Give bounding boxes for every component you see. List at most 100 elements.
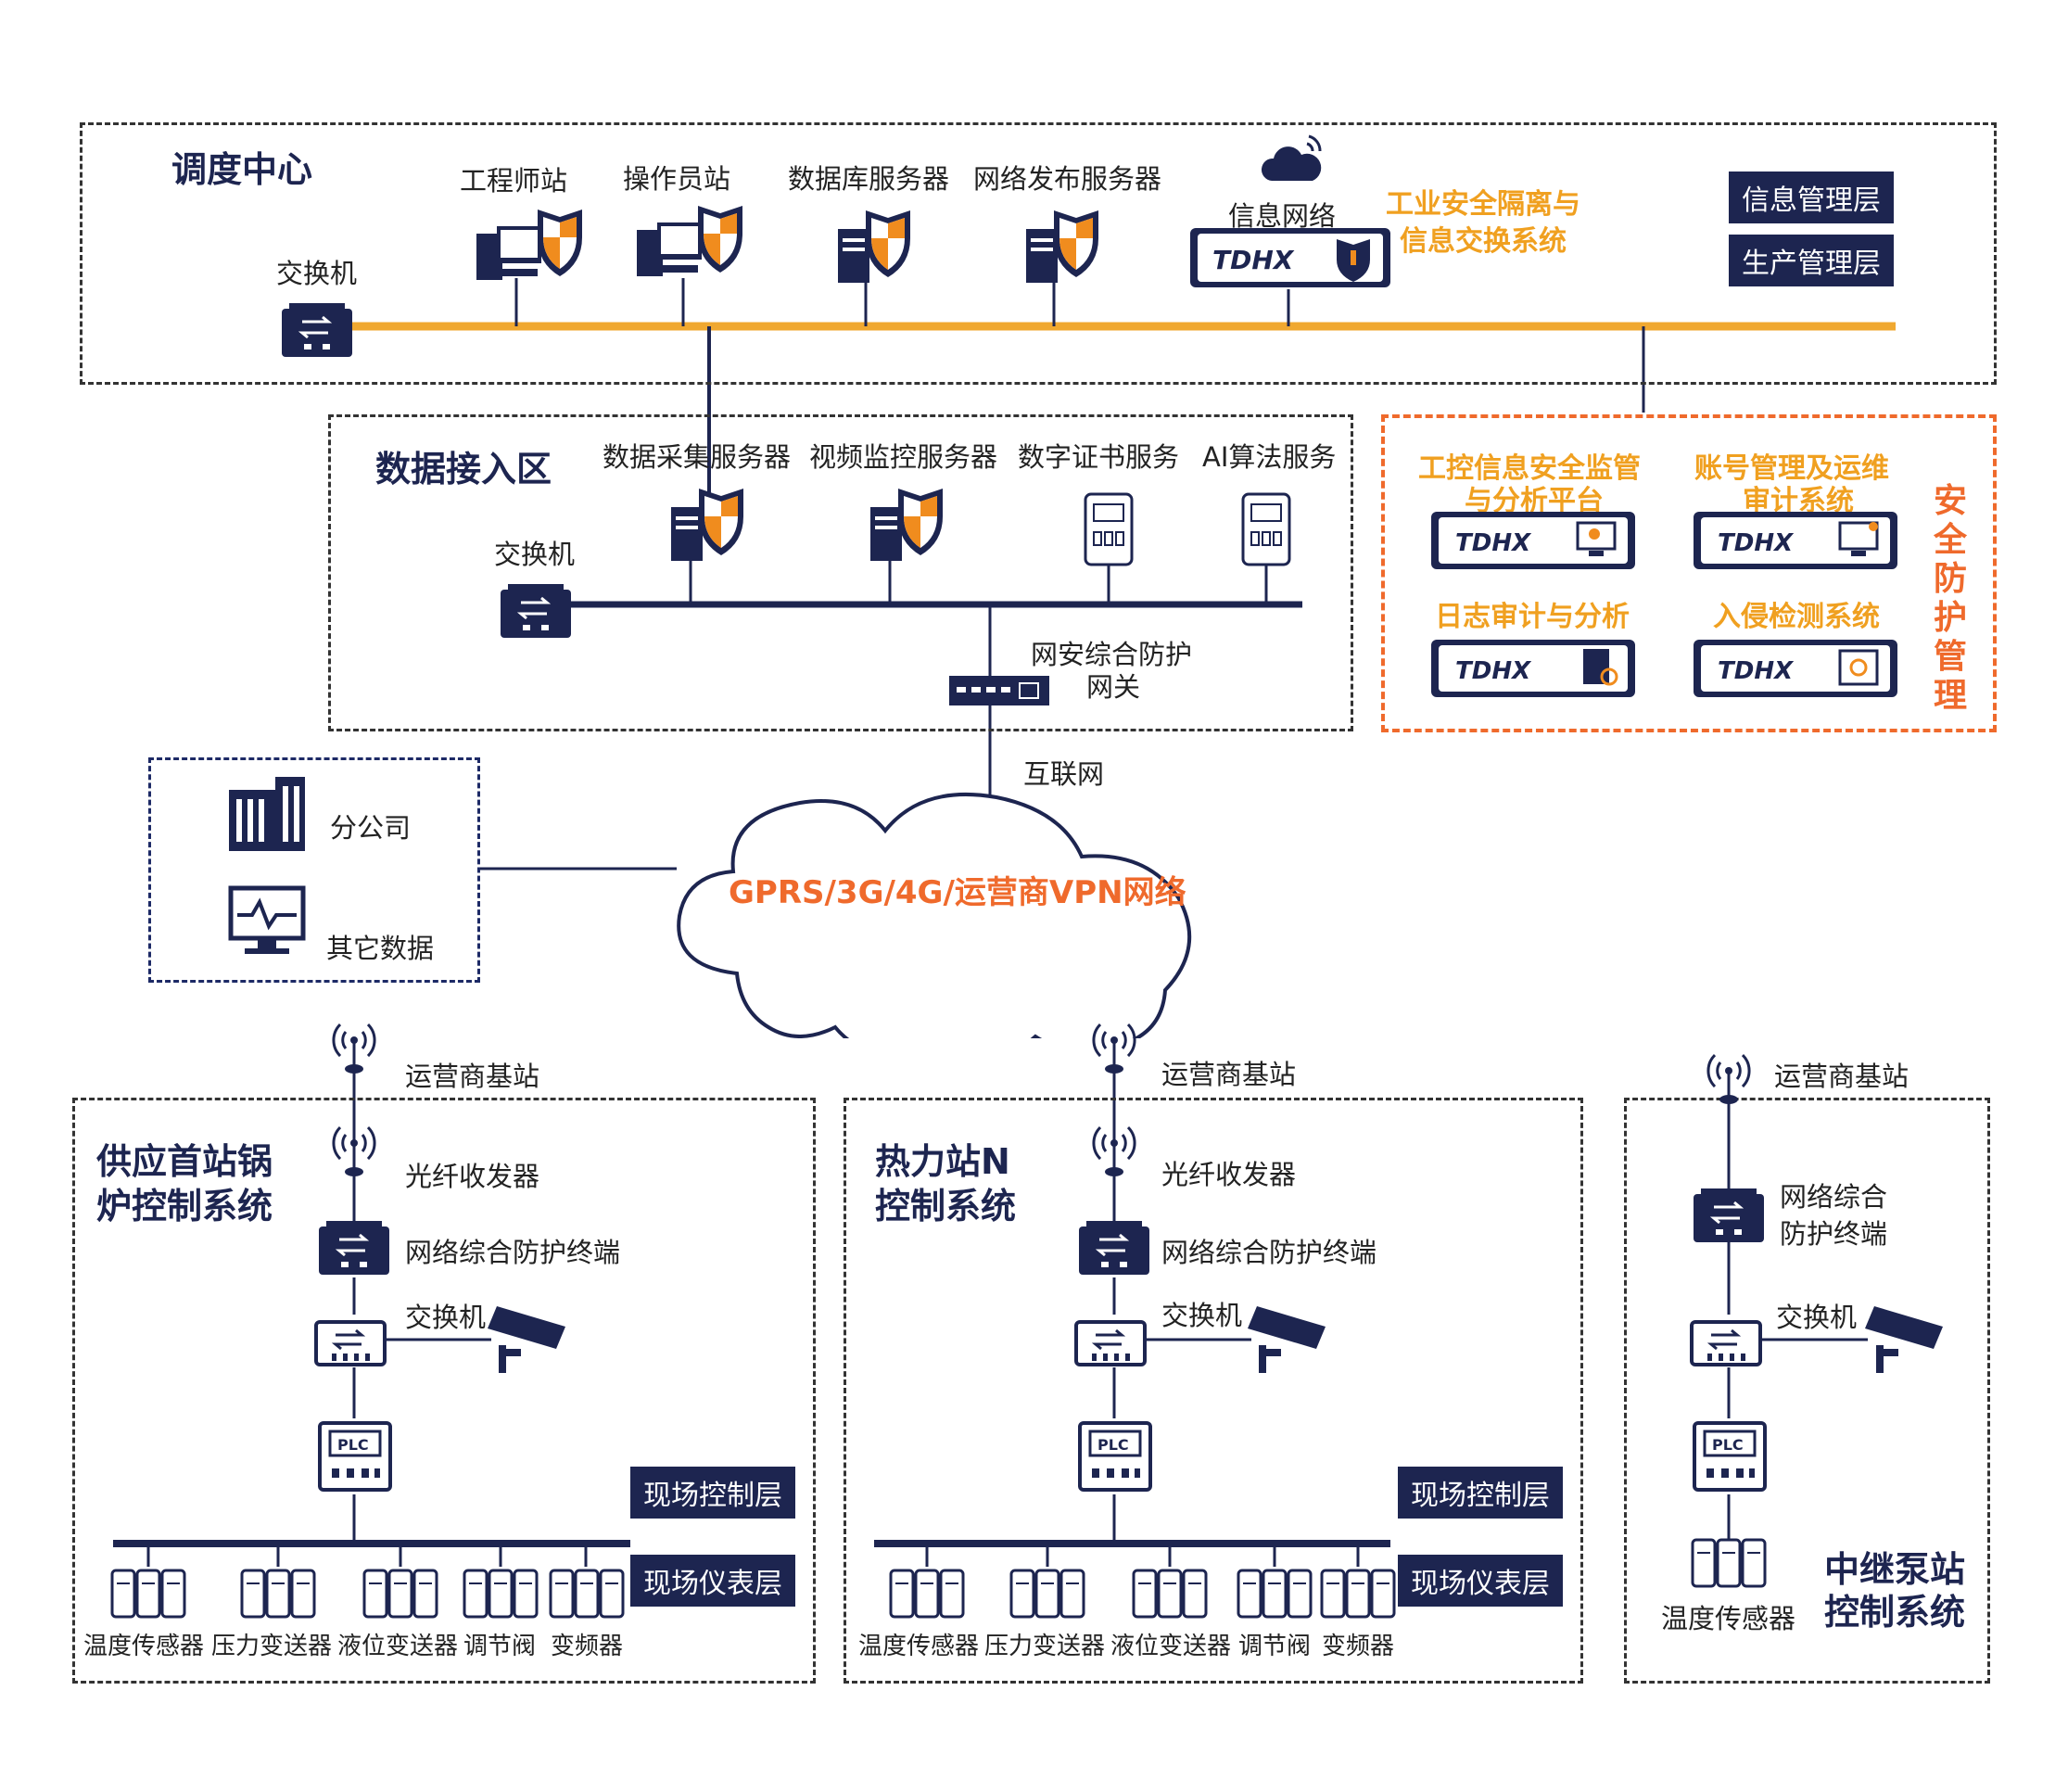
site3-terminal-label-1: 网络综合: [1780, 1181, 1888, 1213]
branch-company-label: 分公司: [330, 812, 412, 844]
ai-device-icon: [1240, 491, 1292, 571]
tdhx-log-device: TDHX: [1429, 638, 1637, 703]
tdhx-audit-device: TDHX: [1692, 510, 1899, 575]
instrument-icon: [1235, 1565, 1314, 1624]
isolation-title-1: 工业安全隔离与: [1386, 188, 1580, 221]
tdhx-monitor-device: TDHX: [1429, 510, 1637, 575]
tdhx-ids-device: TDHX: [1692, 638, 1899, 703]
instrument-icon: [1130, 1565, 1210, 1624]
instrument-icon: [887, 1565, 967, 1624]
instrument-icon: [108, 1565, 188, 1624]
access-title: 数据接入区: [375, 449, 552, 489]
instrument-icon: [361, 1565, 440, 1624]
instrument-label: 温度传感器: [858, 1633, 980, 1660]
cert-service-label: 数字证书服务: [1018, 441, 1180, 473]
site2-layer-inst-tag: 现场仪表层: [1398, 1555, 1563, 1607]
security-vertical-title: 安 全 防 护 管 理: [1930, 482, 1971, 716]
switch-icon: [499, 582, 573, 643]
web-server-label: 网络发布服务器: [973, 163, 1162, 195]
switch-icon: [280, 301, 354, 362]
site2-title-1: 热力站N: [875, 1141, 1010, 1182]
site3-terminal-label-2: 防护终端: [1780, 1218, 1888, 1250]
internet-label: 互联网: [1023, 758, 1105, 790]
instrument-label: 变频器: [1322, 1633, 1395, 1660]
branch-other-label: 其它数据: [326, 933, 435, 964]
sensor-icon: [1689, 1534, 1769, 1594]
svg-text:TDHX: TDHX: [1455, 529, 1532, 557]
site3-title-2: 控制系统: [1824, 1592, 1966, 1633]
instrument-icon: [547, 1565, 627, 1624]
security-title-char: 护: [1933, 599, 1967, 637]
server-shield-icon: [667, 487, 751, 566]
dispatch-switch-label: 交换机: [276, 258, 358, 289]
op-station-label: 操作员站: [623, 163, 731, 195]
site1-layer-inst-tag: 现场仪表层: [630, 1555, 795, 1607]
site1-layer-ctrl-tag: 现场控制层: [630, 1467, 795, 1519]
cloud-wifi-icon: [1261, 134, 1326, 190]
instrument-label: 液位变送器: [1110, 1633, 1232, 1660]
svg-text:TDHX: TDHX: [1455, 657, 1532, 685]
camera-icon: [1244, 1303, 1327, 1380]
security-title-char: 安: [1933, 482, 1967, 520]
building-icon: [225, 771, 309, 858]
plc-icon: PLC: [1692, 1420, 1768, 1496]
instrument-label: 压力变送器: [211, 1633, 333, 1660]
tdhx-isolation-device: TDHX: [1188, 226, 1392, 293]
layer-prod-tag: 生产管理层: [1729, 235, 1894, 286]
site1-title-1: 供应首站锅: [96, 1141, 273, 1182]
terminal-icon: [1077, 1219, 1151, 1280]
fiber-antenna-icon: [1082, 1120, 1147, 1181]
instrument-icon: [1008, 1565, 1087, 1624]
instrument-label: 变频器: [551, 1633, 624, 1660]
db-server-label: 数据库服务器: [788, 163, 950, 195]
monitor-pulse-icon: [228, 885, 306, 961]
instrument-label: 调节阀: [463, 1633, 537, 1660]
antenna-icon: [1082, 1017, 1147, 1078]
gateway-label-1: 网安综合防护: [1031, 639, 1193, 670]
switch-outline-icon: [1073, 1315, 1148, 1372]
switch-outline-icon: [1689, 1315, 1763, 1372]
plc-icon: PLC: [1077, 1420, 1153, 1496]
fiber-antenna-icon: [322, 1120, 387, 1181]
site2-base-label: 运营商基站: [1161, 1059, 1297, 1090]
site3-switch-label: 交换机: [1776, 1302, 1858, 1333]
ai-service-label: AI算法服务: [1202, 441, 1337, 473]
svg-text:TDHX: TDHX: [1718, 657, 1795, 685]
dispatch-center-zone: [80, 122, 1997, 385]
layer-info-tag: 信息管理层: [1729, 172, 1894, 223]
site1-base-label: 运营商基站: [405, 1061, 540, 1092]
platform2-title-1: 账号管理及运维: [1694, 452, 1889, 485]
antenna-icon: [1696, 1048, 1761, 1109]
plc-label: PLC: [1712, 1436, 1744, 1454]
site2-switch-label: 交换机: [1161, 1300, 1243, 1331]
site3-instrument-label: 温度传感器: [1661, 1603, 1796, 1634]
cert-device-icon: [1083, 491, 1135, 571]
server-shield-icon: [867, 487, 950, 566]
dispatch-title: 调度中心: [171, 149, 313, 190]
platform4-title: 入侵检测系统: [1713, 601, 1880, 633]
brand-text: TDHX: [1212, 245, 1295, 275]
workstation-shield-icon: [633, 202, 744, 285]
terminal-icon: [317, 1219, 391, 1280]
branch-zone: [148, 757, 480, 983]
terminal-icon: [1692, 1187, 1766, 1248]
server-shield-icon: [1022, 209, 1106, 288]
site1-title-2: 炉控制系统: [96, 1186, 273, 1226]
site2-title-2: 控制系统: [875, 1186, 1017, 1226]
camera-icon: [484, 1303, 567, 1380]
site2-layer-ctrl-tag: 现场控制层: [1398, 1467, 1563, 1519]
site1-terminal-label: 网络综合防护终端: [405, 1237, 621, 1268]
data-access-zone: [328, 414, 1353, 731]
isolation-title-2: 信息交换系统: [1400, 225, 1567, 258]
site3-zone: [1624, 1098, 1990, 1684]
gateway-icon: [947, 674, 1051, 711]
security-management-zone: [1381, 414, 1997, 732]
switch-outline-icon: [313, 1315, 387, 1372]
info-net-label: 信息网络: [1228, 200, 1337, 232]
svg-text:TDHX: TDHX: [1718, 529, 1795, 557]
antenna-icon: [322, 1017, 387, 1078]
plc-icon: PLC: [317, 1420, 393, 1496]
instrument-label: 液位变送器: [337, 1633, 459, 1660]
